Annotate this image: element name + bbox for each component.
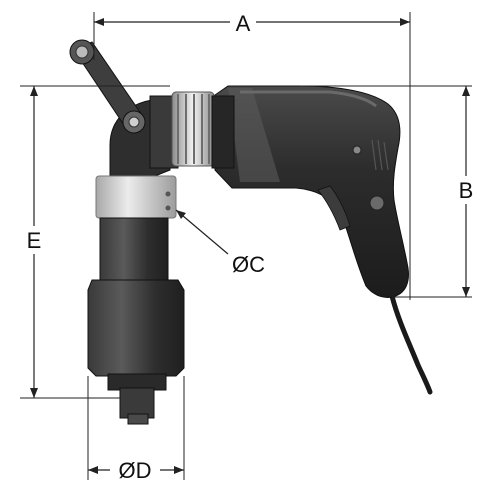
coupling [211, 95, 235, 169]
output-barrel [87, 279, 185, 377]
adjustment-rings [171, 91, 215, 167]
dimension-annotations: A B E ØC ØD [20, 10, 480, 483]
collar-screw-top [165, 191, 171, 197]
reaction-arm [69, 39, 146, 134]
dimension-d-label: ØD [119, 458, 152, 483]
power-cord [389, 293, 433, 395]
dimension-e-label: E [27, 228, 42, 253]
silver-collar [95, 175, 177, 219]
dimension-a-label: A [236, 11, 251, 36]
tool-illustration [69, 39, 433, 425]
gear-barrel [99, 217, 169, 281]
collar-screw-bottom [165, 205, 171, 211]
vent-slots [371, 139, 389, 171]
motor-head-slope [228, 88, 280, 182]
square-drive [119, 387, 155, 419]
motor-top-highlight [240, 90, 377, 108]
square-drive-tip [127, 413, 149, 425]
trigger [317, 185, 351, 231]
side-screw [352, 145, 362, 155]
dimension-c-leader [175, 209, 229, 255]
dimension-c-label: ØC [232, 252, 265, 277]
dimension-b-label: B [459, 178, 474, 203]
switch-button [369, 195, 385, 211]
